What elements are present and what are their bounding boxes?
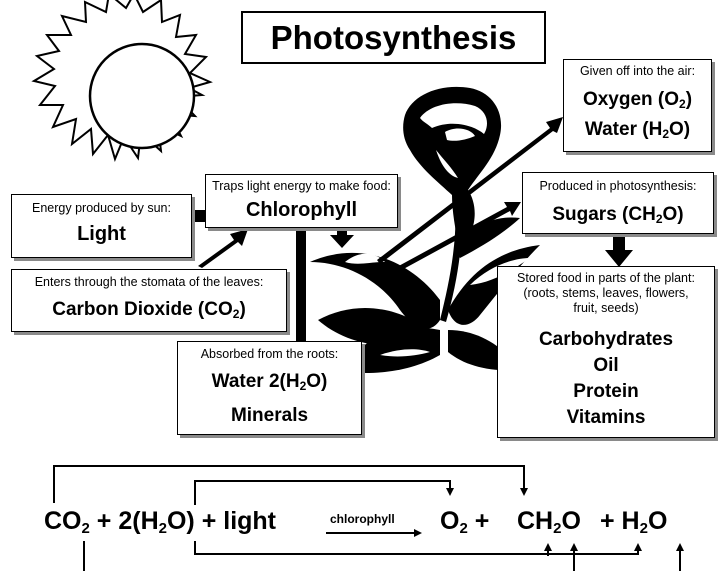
released-water-subscript: 2 [662,127,669,141]
eq-o2: O [440,507,460,535]
eq-plus: + [474,507,490,535]
stored-food-box: Stored food in parts of the plant: (root… [497,266,715,438]
water-subscript: 2 [299,379,307,393]
sugars-label: Sugars (CH [552,204,656,225]
stored-caption-line-3: fruit, seeds) [573,301,639,315]
equation-product-water: + H2O [600,503,667,539]
chlorophyll-box: Traps light energy to make food: Chlorop… [205,174,398,228]
stored-item-oil: Oil [593,355,619,376]
plant-icon [310,86,540,374]
carbon-dioxide-close: ) [239,299,246,320]
carbon-dioxide-caption: Enters through the stomata of the leaves… [34,275,264,289]
water-label: Water 2(H [211,371,300,392]
equation-reactants: CO2 + 2(H2O) + light [44,503,276,539]
stored-caption-line-1: Stored food in parts of the plant: [517,271,695,285]
minerals-label: Minerals [230,405,309,426]
eq-o2-subscript: 2 [459,520,468,537]
eq-catalyst-label: chlorophyll [330,512,395,526]
water-close: O) [306,371,328,392]
equation-connectors [53,465,684,571]
eq-co2: CO [44,507,82,535]
eq-h2o-end: O [647,507,668,535]
eq-h2o-subscript: 2 [639,520,648,537]
released-caption: Given off into the air: [579,64,696,78]
light-box: Energy produced by sun: Light [11,194,192,258]
stored-caption-line-2: (roots, stems, leaves, flowers, [523,286,689,300]
carbon-dioxide-box: Enters through the stomata of the leaves… [11,269,287,332]
eq-h2o: + H [600,507,640,535]
chlorophyll-label: Chlorophyll [245,199,358,221]
light-caption: Energy produced by sun: [32,201,171,215]
released-water-close: O) [669,119,691,140]
eq-ch2o-end: O [561,507,581,535]
eq-co2-subscript: 2 [81,520,90,537]
sugars-box: Produced in photosynthesis: Sugars (CH2O… [522,172,714,234]
eq-water-light: O) + light [166,507,277,535]
carbon-dioxide-label: Carbon Dioxide (CO [52,299,233,320]
light-label: Light [77,223,126,245]
stored-item-carbohydrates: Carbohydrates [538,329,674,350]
title-box: Photosynthesis [241,11,546,64]
stored-item-protein: Protein [573,381,639,402]
chlorophyll-caption: Traps light energy to make food: [212,179,391,193]
oxygen-label: Oxygen (O [582,89,680,110]
eq-water: + 2(H [96,507,159,535]
equation-product-oxygen: O2 + [440,503,489,539]
page-title: Photosynthesis [270,18,517,56]
eq-ch2o-subscript: 2 [553,520,562,537]
sugars-caption: Produced in photosynthesis: [539,179,697,193]
eq-water-subscript: 2 [158,520,167,537]
sun-icon [31,0,213,163]
released-water-label: Water (H [584,119,663,140]
eq-ch2o: CH [517,507,554,535]
water-minerals-caption: Absorbed from the roots: [200,347,339,361]
sugars-close: O) [662,204,684,225]
oxygen-subscript: 2 [679,97,686,111]
equation-product-sugar: CH2O [517,503,581,539]
carbon-dioxide-subscript: 2 [232,307,240,321]
water-minerals-box: Absorbed from the roots: Water 2(H2O) Mi… [177,341,362,435]
sugars-subscript: 2 [655,212,663,226]
oxygen-close: ) [685,89,693,110]
stored-item-vitamins: Vitamins [566,407,646,428]
released-box: Given off into the air: Oxygen (O2) Wate… [563,59,712,152]
